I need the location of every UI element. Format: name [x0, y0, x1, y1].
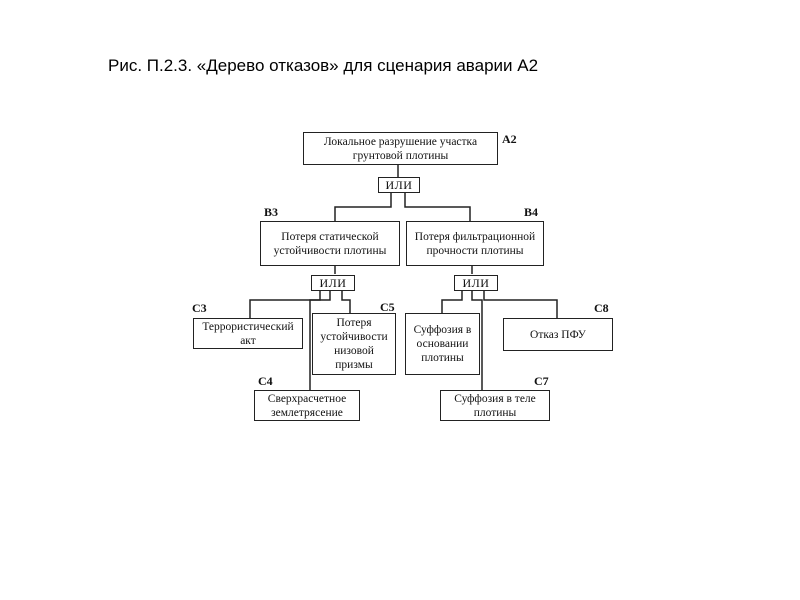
code-c3: C3: [192, 301, 207, 315]
or-gate-b3: ИЛИ: [311, 275, 355, 291]
event-c7: Суффозия в теле плотины: [440, 390, 550, 421]
event-c6: Суффозия в основании плотины: [405, 313, 480, 375]
event-c8: Отказ ПФУ: [503, 318, 613, 351]
code-c4: C4: [258, 374, 273, 388]
event-b4: Потеря фильтрационной прочности плотины: [406, 221, 544, 266]
code-c5: C5: [380, 300, 395, 314]
code-a2: A2: [502, 132, 517, 146]
figure-caption: Рис. П.2.3. «Дерево отказов» для сценари…: [108, 56, 539, 75]
event-c3: Террористический акт: [193, 318, 303, 349]
event-c5: Потеря устойчивости низовой призмы: [312, 313, 396, 375]
code-b4: B4: [524, 205, 539, 219]
code-c7: C7: [534, 374, 549, 388]
event-b3: Потеря статической устойчивости плотины: [260, 221, 400, 266]
or-gate-b4: ИЛИ: [454, 275, 498, 291]
code-b3: B3: [264, 205, 279, 219]
or-gate-top: ИЛИ: [378, 177, 420, 193]
code-c8: C8: [594, 301, 609, 315]
event-a2: Локальное разрушение участка грунтовой п…: [303, 132, 498, 165]
event-c4: Сверхрасчетное землетрясение: [254, 390, 360, 421]
